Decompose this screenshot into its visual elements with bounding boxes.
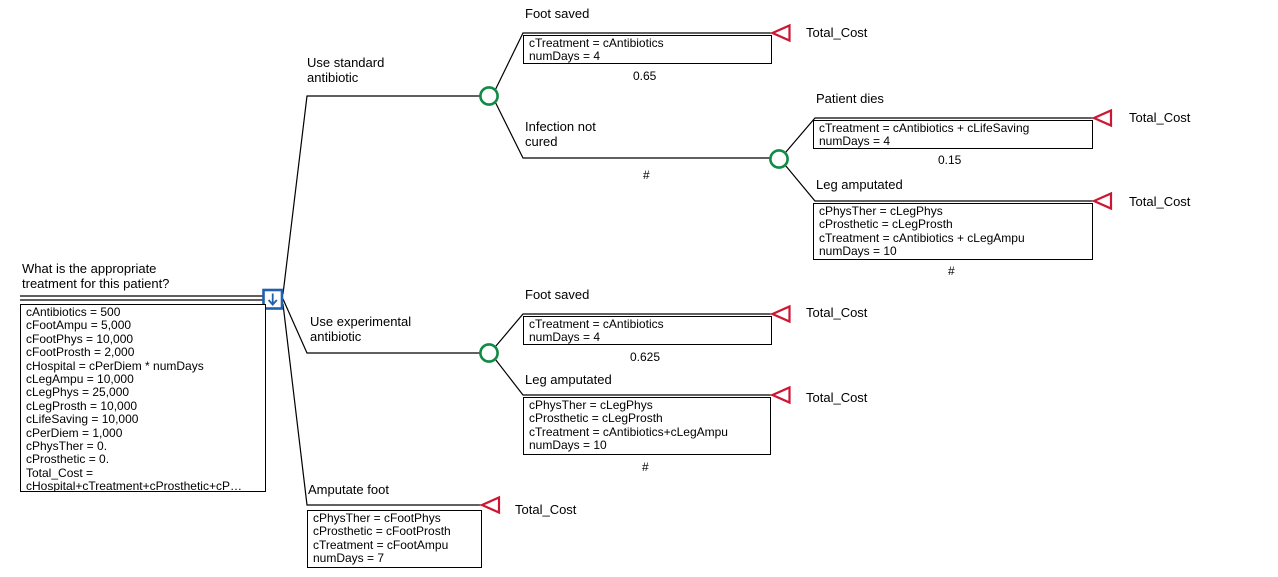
branch-line-std-infection bbox=[494, 102, 770, 159]
terminal-node-icon-std-foot-saved[interactable] bbox=[769, 23, 791, 43]
branch-line-patient-dies bbox=[784, 117, 1094, 153]
probability-exp-leg-amputated[interactable]: # bbox=[642, 460, 649, 474]
payoff-label-exp-leg-amputated[interactable]: Total_Cost bbox=[806, 390, 868, 405]
branch-line-standard bbox=[282, 95, 480, 295]
branch-line-experimental bbox=[282, 298, 480, 354]
terminal-node-icon-std-leg-amputated[interactable] bbox=[1091, 191, 1113, 211]
terminal-node-icon-amputate-foot[interactable] bbox=[479, 495, 501, 515]
probability-patient-dies[interactable]: 0.15 bbox=[938, 153, 962, 167]
chance-node-icon-infection[interactable] bbox=[769, 149, 789, 169]
branch-line-std-foot-saved bbox=[494, 32, 772, 90]
probability-exp-foot-saved[interactable]: 0.625 bbox=[630, 350, 661, 364]
branch-label-patient-dies[interactable]: Patient dies bbox=[816, 91, 884, 106]
definitions-box-exp-leg-amputated[interactable]: cPhysTher = cLegPhys cProsthetic = cLegP… bbox=[523, 397, 771, 455]
payoff-label-exp-foot-saved[interactable]: Total_Cost bbox=[806, 305, 868, 320]
chance-node-icon-standard[interactable] bbox=[479, 86, 499, 106]
branch-line-std-leg-amputated bbox=[784, 165, 1094, 202]
terminal-node-icon-exp-leg-amputated[interactable] bbox=[769, 385, 791, 405]
branch-label-experimental-antibiotic[interactable]: Use experimental antibiotic bbox=[310, 314, 412, 344]
definitions-box-exp-foot-saved[interactable]: cTreatment = cAntibiotics numDays = 4 bbox=[523, 316, 772, 345]
payoff-label-patient-dies[interactable]: Total_Cost bbox=[1129, 110, 1191, 125]
branch-line-amputate bbox=[282, 303, 482, 506]
payoff-label-std-leg-amputated[interactable]: Total_Cost bbox=[1129, 194, 1191, 209]
branch-lines bbox=[20, 32, 1094, 506]
decision-node-icon[interactable] bbox=[262, 288, 284, 310]
definitions-box-std-leg-amputated[interactable]: cPhysTher = cLegPhys cProsthetic = cLegP… bbox=[813, 203, 1093, 260]
definitions-box-patient-dies[interactable]: cTreatment = cAntibiotics + cLifeSaving … bbox=[813, 120, 1093, 149]
branch-label-standard-antibiotic[interactable]: Use standard antibiotic bbox=[307, 55, 385, 85]
probability-infection-not-cured[interactable]: # bbox=[643, 168, 650, 182]
definitions-box-amputate-foot[interactable]: cPhysTher = cFootPhys cProsthetic = cFoo… bbox=[307, 510, 482, 568]
terminal-node-icon-exp-foot-saved[interactable] bbox=[769, 304, 791, 324]
branch-label-exp-leg-amputated[interactable]: Leg amputated bbox=[525, 372, 612, 387]
chance-node-icon-experimental[interactable] bbox=[479, 343, 499, 363]
branch-label-infection-not-cured[interactable]: Infection not cured bbox=[525, 119, 596, 149]
branch-label-std-leg-amputated[interactable]: Leg amputated bbox=[816, 177, 903, 192]
branch-label-exp-foot-saved[interactable]: Foot saved bbox=[525, 287, 590, 302]
probability-std-foot-saved[interactable]: 0.65 bbox=[633, 69, 657, 83]
terminal-node-icon-patient-dies[interactable] bbox=[1091, 108, 1113, 128]
root-question-label[interactable]: What is the appropriate treatment for th… bbox=[22, 261, 170, 291]
definitions-box-std-foot-saved[interactable]: cTreatment = cAntibiotics numDays = 4 bbox=[523, 35, 772, 64]
payoff-label-std-foot-saved[interactable]: Total_Cost bbox=[806, 25, 868, 40]
branch-label-amputate-foot[interactable]: Amputate foot bbox=[308, 482, 389, 497]
payoff-label-amputate-foot[interactable]: Total_Cost bbox=[515, 502, 577, 517]
branch-line-exp-leg-amputated bbox=[494, 359, 772, 396]
branch-label-std-foot-saved[interactable]: Foot saved bbox=[525, 6, 590, 21]
probability-std-leg-amputated[interactable]: # bbox=[948, 264, 955, 278]
branch-line-exp-foot-saved bbox=[494, 313, 772, 347]
root-definitions-box[interactable]: cAntibiotics = 500 cFootAmpu = 5,000 cFo… bbox=[20, 304, 266, 492]
